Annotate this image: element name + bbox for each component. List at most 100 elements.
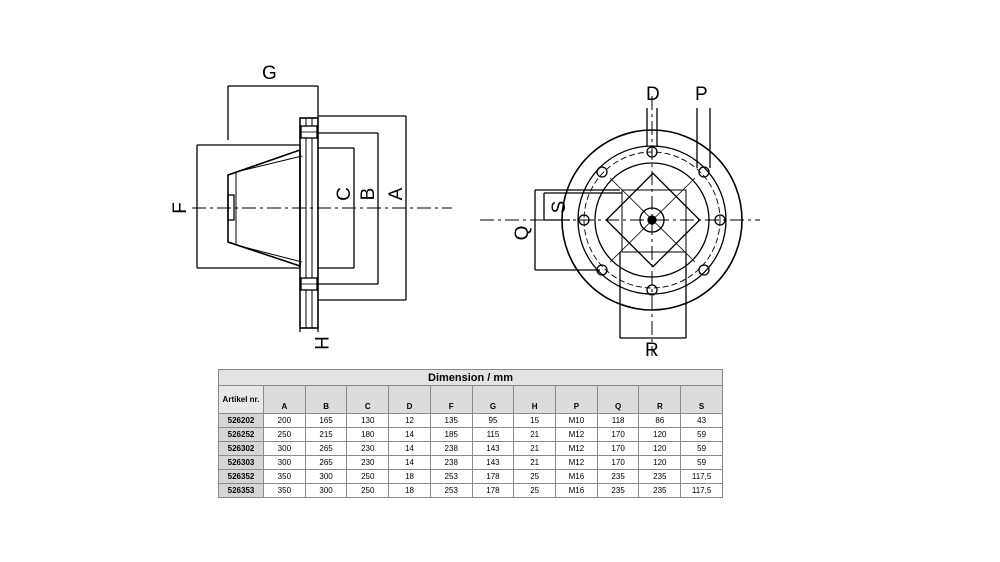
value-cell: M10 <box>555 413 598 428</box>
value-cell: M12 <box>555 455 598 470</box>
value-cell: 230 <box>346 441 390 456</box>
label-q: Q <box>512 226 533 241</box>
bolt-hole <box>698 166 710 178</box>
value-cell: 21 <box>513 455 557 470</box>
value-cell: 130 <box>346 413 390 428</box>
value-cell: 238 <box>429 455 473 470</box>
value-cell: M16 <box>555 483 598 498</box>
value-cell: 300 <box>304 469 348 484</box>
column-header: D <box>388 385 431 414</box>
value-cell: 235 <box>638 469 682 484</box>
label-d: D <box>646 84 660 105</box>
bolt-circle <box>583 151 721 289</box>
value-cell: 12 <box>388 413 431 428</box>
bolt-hole <box>578 214 590 226</box>
value-cell: 117,5 <box>680 483 723 498</box>
technical-drawing: G F C B A H D P S Q R <box>170 63 760 361</box>
label-r: R <box>645 340 659 361</box>
value-cell: 350 <box>263 469 306 484</box>
value-cell: 14 <box>388 441 431 456</box>
value-cell: 235 <box>596 469 640 484</box>
value-cell: 18 <box>388 483 431 498</box>
value-cell: 200 <box>263 413 306 428</box>
table-header-row: Artikel nr. A B C D F G H P Q R S <box>218 385 723 414</box>
value-cell: 120 <box>638 427 682 442</box>
value-cell: 14 <box>388 427 431 442</box>
value-cell: 300 <box>263 455 306 470</box>
row-header-label: Artikel nr. <box>218 385 264 414</box>
column-header: F <box>429 385 473 414</box>
value-cell: 178 <box>471 469 515 484</box>
artikel-cell: 526252 <box>218 427 264 442</box>
artikel-cell: 526202 <box>218 413 264 428</box>
center-hub <box>639 207 665 233</box>
value-cell: 59 <box>680 455 723 470</box>
value-cell: 95 <box>471 413 515 428</box>
value-cell: M12 <box>555 441 598 456</box>
flange <box>299 117 319 329</box>
value-cell: 238 <box>429 441 473 456</box>
bolt-hole <box>698 264 710 276</box>
value-cell: 350 <box>263 483 306 498</box>
column-header: H <box>513 385 557 414</box>
value-cell: 143 <box>471 455 515 470</box>
bolt-hole <box>646 284 658 296</box>
label-p: P <box>695 84 708 105</box>
value-cell: 165 <box>304 413 348 428</box>
artikel-cell: 526303 <box>218 455 264 470</box>
value-cell: 300 <box>263 441 306 456</box>
value-cell: 135 <box>429 413 473 428</box>
value-cell: 21 <box>513 427 557 442</box>
value-cell: 43 <box>680 413 723 428</box>
label-c: C <box>334 187 355 201</box>
dimension-table: Dimension / mm Artikel nr. A B C D F G H… <box>218 369 723 498</box>
column-header: P <box>555 385 598 414</box>
value-cell: 235 <box>596 483 640 498</box>
value-cell: 120 <box>638 455 682 470</box>
value-cell: 25 <box>513 483 557 498</box>
value-cell: 59 <box>680 441 723 456</box>
label-g: G <box>262 63 277 84</box>
column-header: G <box>471 385 515 414</box>
value-cell: 25 <box>513 469 557 484</box>
value-cell: 15 <box>513 413 557 428</box>
value-cell: 235 <box>638 483 682 498</box>
label-a: A <box>386 187 407 200</box>
value-cell: 180 <box>346 427 390 442</box>
value-cell: 118 <box>596 413 640 428</box>
value-cell: 59 <box>680 427 723 442</box>
value-cell: M16 <box>555 469 598 484</box>
column-header: R <box>638 385 682 414</box>
artikel-cell: 526302 <box>218 441 264 456</box>
artikel-cell: 526353 <box>218 483 264 498</box>
value-cell: 117,5 <box>680 469 723 484</box>
value-cell: 143 <box>471 441 515 456</box>
artikel-cell: 526352 <box>218 469 264 484</box>
bolt-hole <box>596 166 608 178</box>
label-b: B <box>358 188 379 201</box>
label-h: H <box>310 336 331 350</box>
value-cell: 120 <box>638 441 682 456</box>
value-cell: 86 <box>638 413 682 428</box>
value-cell: 170 <box>596 455 640 470</box>
value-cell: 253 <box>429 469 473 484</box>
label-s: S <box>549 201 570 214</box>
cone-body <box>227 148 301 268</box>
inner-flange-circle <box>577 145 727 295</box>
value-cell: 250 <box>346 469 390 484</box>
value-cell: 253 <box>429 483 473 498</box>
label-f: F <box>170 202 191 214</box>
value-cell: 14 <box>388 455 431 470</box>
value-cell: 300 <box>304 483 348 498</box>
value-cell: 170 <box>596 441 640 456</box>
column-header: A <box>263 385 306 414</box>
column-header: B <box>304 385 348 414</box>
column-header: Q <box>596 385 640 414</box>
value-cell: 230 <box>346 455 390 470</box>
value-cell: 265 <box>304 441 348 456</box>
